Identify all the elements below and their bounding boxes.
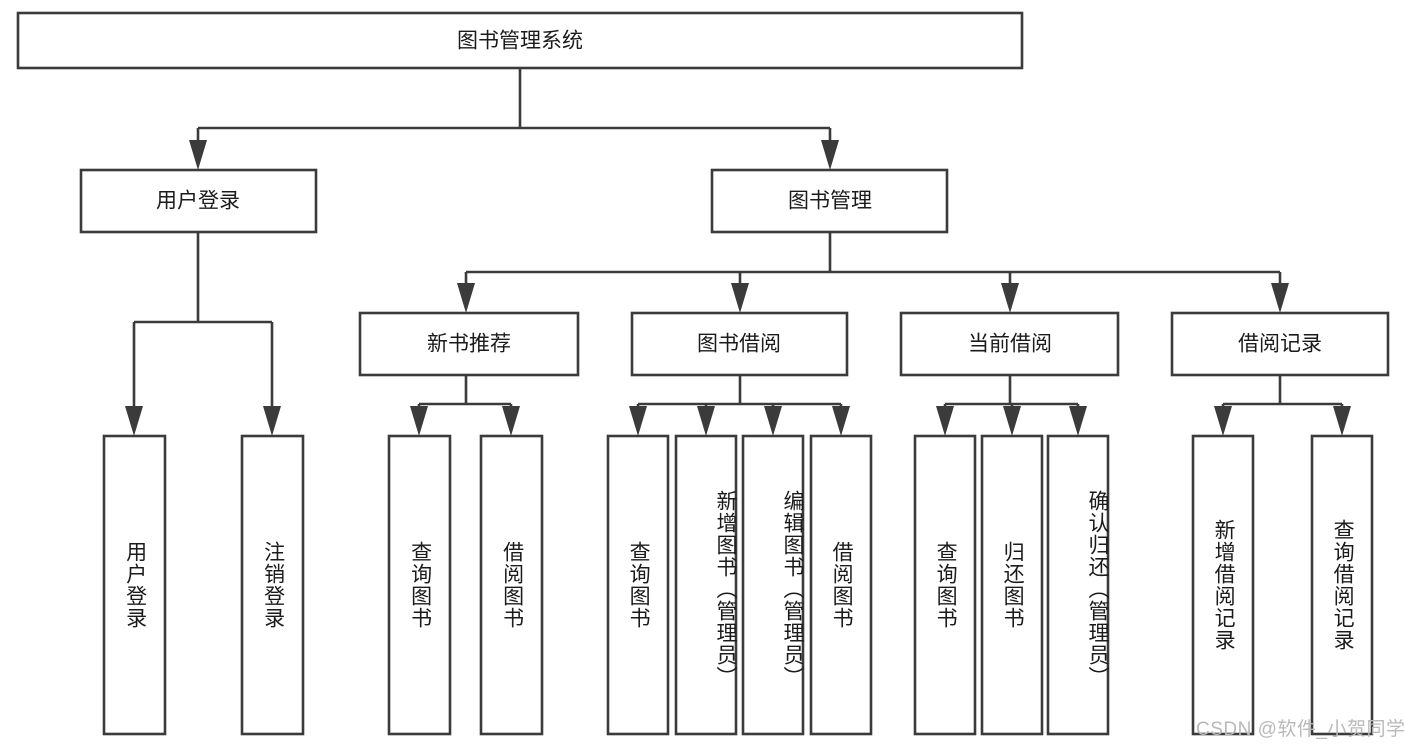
arrow-root-to-book-management-icon [821,140,839,170]
leaf-box-add-book[interactable] [674,434,738,736]
node-current-borrow[interactable]: 当前借阅 [899,311,1120,377]
leaf-box-edit-book[interactable] [741,434,805,736]
connector-group-root [189,68,839,170]
node-book-management-box [710,168,949,234]
connector-group-new-book-recommend [410,375,520,436]
leaf-box-return-book[interactable] [980,434,1044,736]
leaf-box-query-book-1[interactable] [387,434,452,736]
arrow-user-login-leaf-2-icon [263,406,281,436]
leaf-box-query-book-2[interactable] [606,434,670,736]
node-borrow-record-label: 借阅记录 [1238,333,1322,356]
arrow-cb-leaf-3-icon [1069,406,1087,436]
node-current-borrow-box [899,311,1120,377]
node-book-management-system-box [16,11,1024,70]
arrow-nbr-leaf-2-icon [502,406,520,436]
leaf-box-add-record[interactable] [1191,434,1255,736]
node-current-borrow-label: 当前借阅 [968,333,1052,356]
arrow-user-login-leaf-1-icon [125,406,143,436]
arrow-bm-to-new-book-recommend-icon [457,283,475,313]
leaf-box-query-book-3[interactable] [913,434,977,736]
node-book-management-label: 图书管理 [788,190,872,213]
node-user-login-box [79,168,318,234]
node-new-book-recommend-box [358,311,580,377]
arrow-cb-leaf-1-icon [936,406,954,436]
arrow-bm-to-current-borrow-icon [1001,283,1019,313]
arrow-bm-to-borrow-record-icon [1271,283,1289,313]
arrow-bb-leaf-1-icon [629,406,647,436]
node-user-login-label: 用户登录 [156,190,240,213]
leaf-box-confirm-return[interactable] [1046,434,1110,736]
arrow-bm-to-book-borrow-icon [731,283,749,313]
node-book-borrow[interactable]: 图书借阅 [630,311,849,377]
node-borrow-record[interactable]: 借阅记录 [1170,311,1390,377]
node-borrow-record-box [1170,311,1390,377]
node-user-login[interactable]: 用户登录 [79,168,318,234]
node-book-borrow-box [630,311,849,377]
connector-group-borrow-record [1214,375,1351,436]
arrow-bb-leaf-2-icon [697,406,715,436]
arrow-bb-leaf-4-icon [832,406,850,436]
connector-group-book-borrow [629,375,850,436]
node-new-book-recommend-label: 新书推荐 [427,333,511,356]
arrow-br-leaf-1-icon [1214,406,1232,436]
node-book-management[interactable]: 图书管理 [710,168,949,234]
leaf-box-user-login[interactable] [102,434,167,736]
leaf-box-borrow-book-1[interactable] [479,434,544,736]
arrow-nbr-leaf-1-icon [410,406,428,436]
leaf-box-borrow-book-2[interactable] [809,434,873,736]
arrow-root-to-user-login-icon [189,140,207,170]
arrow-cb-leaf-2-icon [1003,406,1021,436]
node-book-management-system[interactable]: 图书管理系统 [16,11,1024,70]
connector-group-current-borrow [936,375,1087,436]
arrow-br-leaf-2-icon [1333,406,1351,436]
node-new-book-recommend[interactable]: 新书推荐 [358,311,580,377]
node-book-management-system-label: 图书管理系统 [457,30,583,53]
connector-group-user-login [125,232,281,436]
csdn-watermark: CSDN @软件_小贺同学 [1196,719,1405,740]
arrow-bb-leaf-3-icon [764,406,782,436]
leaf-box-logout-login[interactable] [240,434,305,736]
node-book-borrow-label: 图书借阅 [697,333,781,356]
connector-group-book-management [457,232,1289,313]
leaf-box-query-record[interactable] [1310,434,1374,736]
